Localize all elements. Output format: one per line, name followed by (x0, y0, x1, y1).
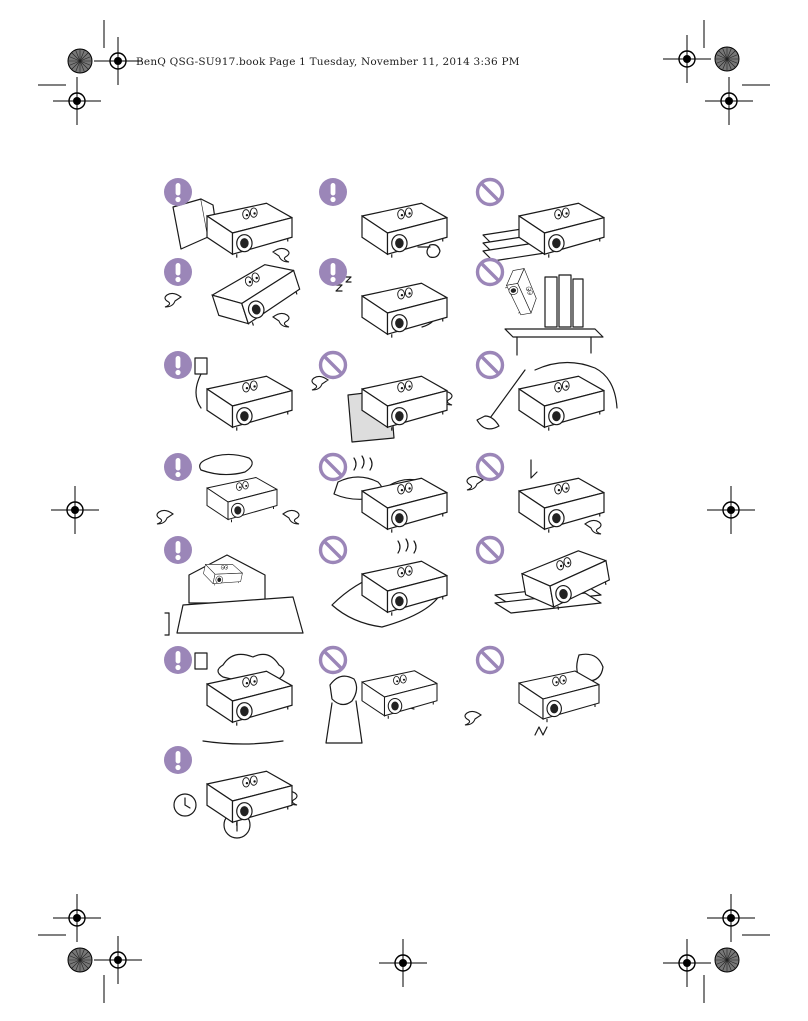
projector-blocked-by-panel-illustration (311, 375, 453, 443)
safety-item-projector-buried-in-pillows (318, 452, 468, 552)
projector-buried-in-pillows-illustration (333, 455, 448, 533)
projector-standing-on-table-illustration (504, 268, 604, 356)
projector-in-high-altitude-house-illustration (164, 554, 304, 636)
safety-item-projector-tilted-upside-down (163, 257, 313, 357)
person-looking-into-lens-illustration (325, 670, 438, 744)
projector-tilted-upside-down-illustration (164, 264, 301, 328)
projector-dusty-with-broom-illustration (476, 361, 618, 431)
safety-item-projector-on-stacked-books (475, 177, 625, 277)
safety-item-projector-dusty-with-broom (475, 350, 625, 450)
safety-item-projector-unplugged-in-storm (163, 645, 313, 745)
projector-sleeping-power-adapter-illustration (335, 276, 448, 338)
safety-item-projector-surprised-drip (466, 452, 625, 552)
exclamation-icon (163, 452, 193, 482)
prohibited-icon (475, 257, 505, 287)
safety-item-projector-in-high-altitude-house (163, 535, 313, 636)
safety-item-projector-with-lens-cap (318, 177, 468, 277)
exclamation-icon (163, 745, 193, 775)
projector-on-stack-with-cup-illustration (494, 550, 611, 614)
projector-with-lens-cap-illustration (361, 202, 448, 258)
prohibited-icon (318, 452, 348, 482)
safety-item-projector-sleeping-power-adapter (318, 257, 468, 357)
safety-item-projector-with-benq-cap (156, 452, 313, 552)
safety-item-projector-reading-book (163, 177, 313, 277)
exclamation-icon (318, 257, 348, 287)
exclamation-icon (163, 535, 193, 565)
safety-item-projector-with-clock-and-thermometer (163, 745, 313, 845)
safety-item-projector-fan-shaking (464, 645, 625, 745)
exclamation-icon (163, 257, 193, 287)
safety-item-projector-covered-with-cloth (318, 535, 468, 635)
projector-reading-book-illustration (172, 198, 293, 263)
exclamation-icon (163, 645, 193, 675)
prohibited-icon (475, 452, 505, 482)
safety-item-projector-on-stack-with-cup (475, 535, 625, 635)
safety-item-projector-blocked-by-panel (311, 350, 468, 450)
safety-item-projector-standing-on-table (475, 257, 625, 357)
page-header-text: BenQ QSG-SU917.book Page 1 Tuesday, Nove… (136, 56, 520, 68)
exclamation-icon (318, 177, 348, 207)
prohibited-icon (475, 177, 505, 207)
prohibited-icon (318, 350, 348, 380)
projector-on-stacked-books-illustration (482, 202, 605, 262)
projector-surprised-drip-illustration (466, 459, 605, 535)
exclamation-icon (163, 350, 193, 380)
safety-item-person-looking-into-lens (318, 645, 468, 745)
projector-plugged-into-outlet-illustration (194, 357, 293, 431)
prohibited-icon (475, 350, 505, 380)
safety-item-projector-plugged-into-outlet (163, 350, 313, 450)
projector-unplugged-in-storm-illustration (194, 652, 293, 745)
prohibited-icon (318, 535, 348, 565)
projector-fan-shaking-illustration (464, 653, 604, 736)
projector-with-benq-cap-illustration (156, 453, 300, 525)
prohibited-icon (475, 645, 505, 675)
projector-with-clock-and-thermometer-illustration (173, 770, 298, 839)
exclamation-icon (163, 177, 193, 207)
prohibited-icon (318, 645, 348, 675)
projector-covered-with-cloth-illustration (331, 538, 448, 628)
prohibited-icon (475, 535, 505, 565)
